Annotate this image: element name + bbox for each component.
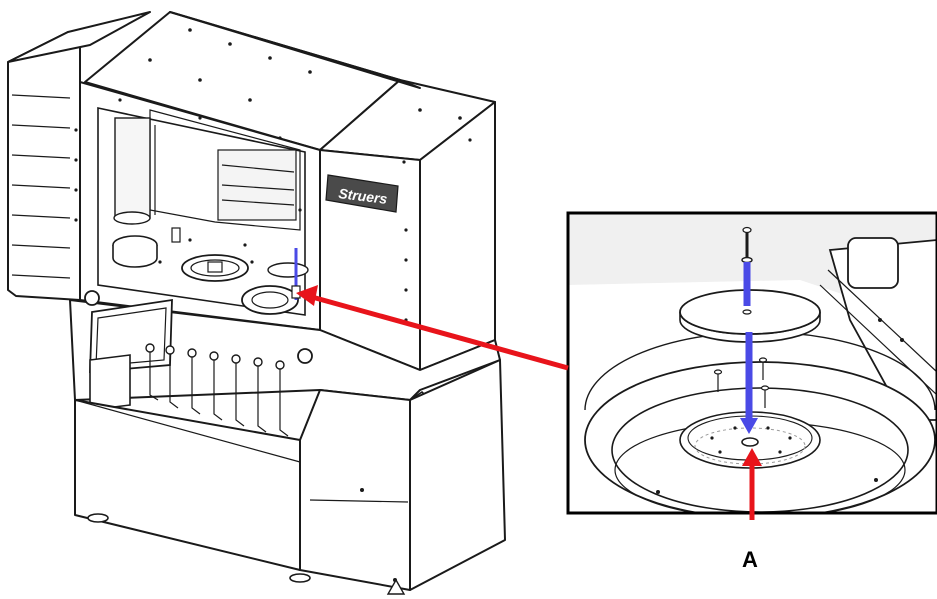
center-spindle xyxy=(741,437,759,447)
machine: Struers xyxy=(7,11,506,595)
right-door-panel: Struers xyxy=(319,149,421,371)
left-side-cabinet xyxy=(7,11,151,301)
callout-arrow-to-inset xyxy=(296,285,569,371)
detail-inset xyxy=(566,211,937,515)
locating-pins xyxy=(713,357,770,408)
chamber-frame xyxy=(79,81,321,331)
callout-arrow-a xyxy=(742,448,762,520)
logo-brand-text: Struers xyxy=(338,185,389,207)
assembly-direction-arrows xyxy=(740,262,758,434)
callout-label-a: A xyxy=(742,547,758,572)
control-panel xyxy=(69,290,501,437)
fixing-bolt xyxy=(741,226,753,264)
detail-right-mechanism xyxy=(819,237,937,421)
feeder-slots xyxy=(145,343,289,437)
removable-disc xyxy=(679,289,821,343)
lower-body xyxy=(74,359,506,595)
